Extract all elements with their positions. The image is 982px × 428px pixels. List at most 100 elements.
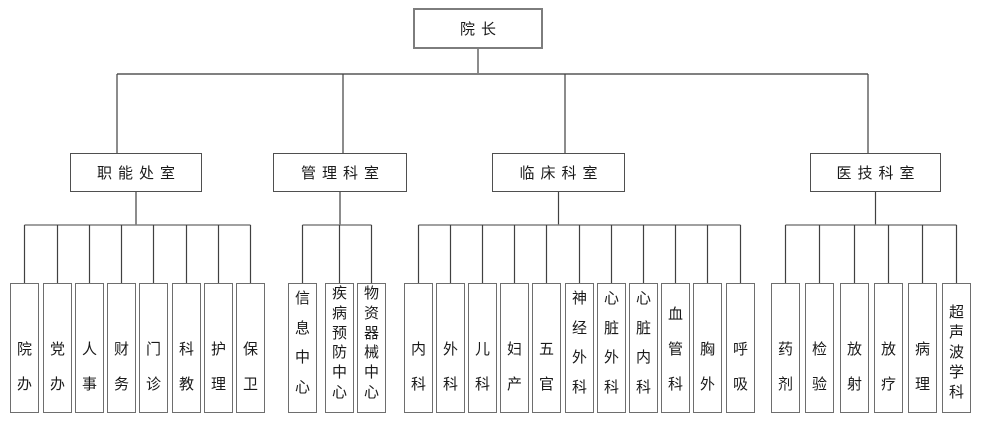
vertical-label-char: 心 (635, 290, 651, 308)
org-child-node: 呼吸 (726, 283, 755, 413)
vertical-label-char: 学 (948, 363, 964, 381)
org-child-node: 党办 (43, 283, 72, 413)
vertical-label-char: 血 (667, 306, 683, 323)
vertical-label-char: 外 (699, 376, 715, 393)
org-child-node: 物资器械中心 (357, 283, 386, 413)
vertical-label-char: 妇 (506, 341, 522, 358)
vertical-label-char: 中 (363, 363, 379, 381)
vertical-label-char: 卫 (242, 376, 258, 393)
vertical-label-char: 五 (538, 341, 554, 358)
org-child-node: 超声波学科 (942, 283, 971, 413)
org-child-node: 心脏外科 (597, 283, 626, 413)
vertical-label-char: 息 (294, 319, 310, 337)
org-child-node: 内科 (404, 283, 433, 413)
org-group-node-functional-offices: 职能处室 (70, 153, 202, 192)
vertical-label-char: 官 (538, 376, 554, 393)
vertical-label-char: 心 (331, 383, 347, 401)
vertical-label-char: 科 (474, 376, 490, 393)
org-group-node-management-departments: 管理科室 (273, 153, 407, 192)
org-group-node-medical-tech-departments: 医技科室 (810, 153, 941, 192)
org-child-node: 检验 (805, 283, 834, 413)
vertical-label-char: 院 (16, 341, 32, 358)
vertical-label-char: 信 (294, 290, 310, 308)
vertical-label-char: 波 (948, 343, 964, 361)
vertical-label-char: 产 (506, 376, 522, 393)
vertical-label-char: 资 (363, 304, 379, 322)
org-group-node-clinical-departments: 临床科室 (492, 153, 625, 192)
vertical-label-char: 内 (410, 341, 426, 358)
vertical-label-char: 中 (331, 363, 347, 381)
vertical-label-char: 超 (948, 303, 964, 321)
vertical-label-char: 护 (210, 341, 226, 358)
vertical-label-char: 器 (363, 324, 379, 342)
org-child-node: 门诊 (139, 283, 168, 413)
vertical-label-char: 科 (178, 341, 194, 358)
vertical-label-char: 科 (635, 378, 651, 396)
vertical-label-char: 声 (948, 323, 964, 341)
org-child-node: 五官 (532, 283, 561, 413)
vertical-label-char: 疗 (880, 376, 896, 393)
vertical-label-char: 外 (571, 349, 587, 367)
org-child-node: 神经外科 (565, 283, 594, 413)
org-child-node: 病理 (908, 283, 937, 413)
vertical-label-char: 儿 (474, 341, 490, 358)
vertical-label-char: 科 (571, 378, 587, 396)
org-child-node: 疾病预防中心 (325, 283, 354, 413)
org-child-node: 外科 (436, 283, 465, 413)
org-child-node: 药剂 (771, 283, 800, 413)
vertical-label-char: 脏 (603, 319, 619, 337)
vertical-label-char: 门 (145, 341, 161, 358)
vertical-label-char: 神 (571, 290, 587, 308)
vertical-label-char: 财 (113, 341, 129, 358)
vertical-label-char: 胸 (699, 341, 715, 358)
vertical-label-char: 械 (363, 344, 379, 362)
org-child-node: 院办 (10, 283, 39, 413)
vertical-label-char: 呼 (732, 341, 748, 358)
vertical-label-char: 科 (442, 376, 458, 393)
vertical-label-char: 事 (81, 376, 97, 393)
org-root-node-director: 院长 (413, 8, 543, 49)
vertical-label-char: 病 (914, 341, 930, 358)
vertical-label-char: 检 (811, 341, 827, 358)
vertical-label-char: 物 (363, 285, 379, 303)
vertical-label-char: 管 (667, 341, 683, 358)
vertical-label-char: 教 (178, 376, 194, 393)
vertical-label-char: 科 (948, 383, 964, 401)
vertical-label-char: 心 (294, 378, 310, 396)
vertical-label-char: 党 (49, 341, 65, 358)
vertical-label-char: 科 (667, 376, 683, 393)
vertical-label-char: 放 (846, 341, 862, 358)
org-child-node: 胸外 (693, 283, 722, 413)
org-child-node: 护理 (204, 283, 233, 413)
org-child-node: 保卫 (236, 283, 265, 413)
org-child-node: 财务 (107, 283, 136, 413)
vertical-label-char: 心 (603, 290, 619, 308)
vertical-label-char: 科 (410, 376, 426, 393)
vertical-label-char: 办 (49, 376, 65, 393)
org-child-node: 儿科 (468, 283, 497, 413)
vertical-label-char: 诊 (145, 376, 161, 393)
vertical-label-char: 外 (603, 349, 619, 367)
vertical-label-char: 防 (331, 344, 347, 362)
vertical-label-char: 剂 (777, 376, 793, 393)
org-child-node: 人事 (75, 283, 104, 413)
vertical-label-char: 保 (242, 341, 258, 358)
vertical-label-char: 心 (363, 383, 379, 401)
vertical-label-char: 中 (294, 349, 310, 367)
vertical-label-char: 验 (811, 376, 827, 393)
org-child-node: 血管科 (661, 283, 690, 413)
vertical-label-char: 药 (777, 341, 793, 358)
vertical-label-char: 吸 (732, 376, 748, 393)
vertical-label-char: 预 (331, 324, 347, 342)
vertical-label-char: 放 (880, 341, 896, 358)
org-child-node: 信息中心 (288, 283, 317, 413)
vertical-label-char: 办 (16, 376, 32, 393)
vertical-label-char: 内 (635, 349, 651, 367)
org-child-node: 放疗 (874, 283, 903, 413)
org-child-node: 妇产 (500, 283, 529, 413)
org-child-node: 心脏内科 (629, 283, 658, 413)
vertical-label-char: 疾 (331, 285, 347, 303)
vertical-label-char: 经 (571, 319, 587, 337)
vertical-label-char: 务 (113, 376, 129, 393)
